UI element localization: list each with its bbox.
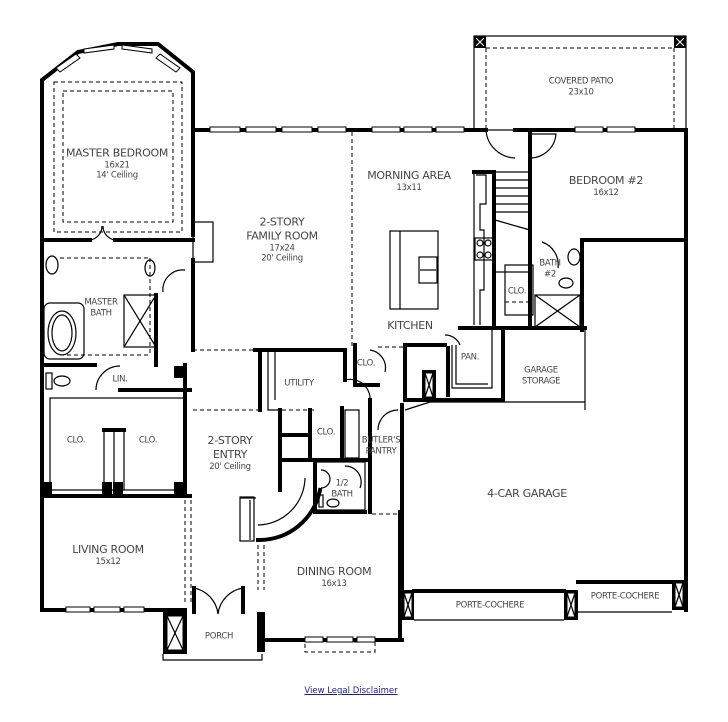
room-name: LIVING ROOM: [72, 542, 144, 556]
room-size: 13x11: [396, 182, 422, 193]
room-name: PORTE-COCHERE: [455, 600, 525, 611]
room-ceiling: 14' Ceiling: [96, 170, 138, 181]
room-utility-closet: CLO.: [316, 427, 336, 439]
room-bedroom-2: BEDROOM #2 16x12: [569, 174, 643, 198]
room-morning-area: MORNING AREA 13x11: [367, 169, 451, 193]
room-name: PORTE-COCHERE: [590, 591, 660, 602]
room-bedroom-2-closet: CLO.: [507, 286, 527, 298]
room-ceiling: 20' Ceiling: [209, 461, 251, 472]
room-living-room: LIVING ROOM 15x12: [72, 543, 144, 567]
room-kitchen-closet: CLO.: [356, 358, 376, 370]
room-name-line2: FAMILY ROOM: [246, 229, 318, 243]
room-name-line1: MASTER: [84, 297, 118, 308]
room-porch: PORCH: [205, 632, 233, 643]
room-size: 23x10: [568, 87, 594, 97]
legal-disclaimer-link[interactable]: View Legal Disclaimer: [304, 686, 398, 696]
room-name-line1: BATH: [539, 258, 561, 269]
room-name: CLO.: [356, 358, 376, 369]
room-half-bath: 1/2 BATH: [331, 478, 353, 499]
room-master-bath: MASTER BATH: [84, 297, 118, 318]
room-name-line2: STORAGE: [521, 376, 561, 386]
room-name: PORCH: [204, 631, 234, 642]
room-name: CLO.: [316, 427, 336, 438]
room-name: CLO.: [66, 435, 86, 446]
room-bath-2: BATH #2: [539, 258, 561, 279]
master-bedroom-walls: [40, 42, 195, 607]
room-kitchen: KITCHEN: [387, 319, 433, 333]
room-name: DINING ROOM: [296, 564, 372, 578]
room-name: 4-CAR GARAGE: [487, 487, 567, 501]
room-entry: 2-STORY ENTRY 20' Ceiling: [208, 434, 253, 472]
room-size: 16x12: [593, 187, 619, 198]
room-name-line2: ENTRY: [212, 447, 248, 461]
room-name-line1: BUTLER'S: [361, 435, 401, 446]
room-master-closet-right: CLO.: [138, 435, 158, 447]
room-name: UTILITY: [284, 378, 314, 389]
room-name: KITCHEN: [387, 319, 433, 333]
room-family-room: 2-STORY FAMILY ROOM 17x24 20' Ceiling: [246, 216, 318, 265]
room-size: 16x13: [321, 578, 347, 589]
room-name-line2: BATH: [331, 489, 353, 499]
room-size: 15x12: [95, 556, 121, 567]
room-covered-patio: COVERED PATIO 23x10: [548, 76, 614, 97]
room-name-line1: 1/2: [335, 478, 349, 489]
room-garage: 4-CAR GARAGE: [487, 487, 567, 501]
room-name-line2: PANTRY: [365, 446, 397, 456]
room-size: 17x24: [269, 243, 295, 254]
room-name-line1: GARAGE: [524, 365, 558, 376]
room-name: PAN.: [460, 352, 480, 363]
room-garage-storage: GARAGE STORAGE: [521, 365, 561, 386]
room-name: MASTER BEDROOM: [65, 146, 169, 160]
room-name: LIN.: [112, 374, 128, 385]
room-pantry: PAN.: [460, 352, 480, 364]
room-name: CLO.: [507, 286, 527, 297]
room-name-line1: 2-STORY: [207, 433, 253, 447]
room-name-line1: 2-STORY: [259, 215, 305, 229]
room-butlers-pantry: BUTLER'S PANTRY: [362, 435, 401, 456]
room-master-bedroom: MASTER BEDROOM 16x21 14' Ceiling: [66, 147, 168, 182]
room-name: CLO.: [138, 435, 158, 446]
room-porte-cochere-left: PORTE-COCHERE: [455, 600, 525, 612]
room-name: COVERED PATIO: [548, 76, 614, 87]
room-utility: UTILITY: [284, 378, 314, 390]
room-dining-room: DINING ROOM 16x13: [297, 565, 372, 589]
room-ceiling: 20' Ceiling: [261, 253, 303, 264]
room-porte-cochere-right: PORTE-COCHERE: [590, 591, 660, 603]
room-name: BEDROOM #2: [568, 173, 644, 187]
room-name-line2: BATH: [90, 308, 112, 318]
room-name-line2: #2: [544, 269, 556, 279]
room-linen: LIN.: [112, 375, 127, 386]
room-size: 16x21: [104, 160, 130, 171]
room-name: MORNING AREA: [367, 168, 451, 182]
room-master-closet-left: CLO.: [66, 435, 86, 447]
